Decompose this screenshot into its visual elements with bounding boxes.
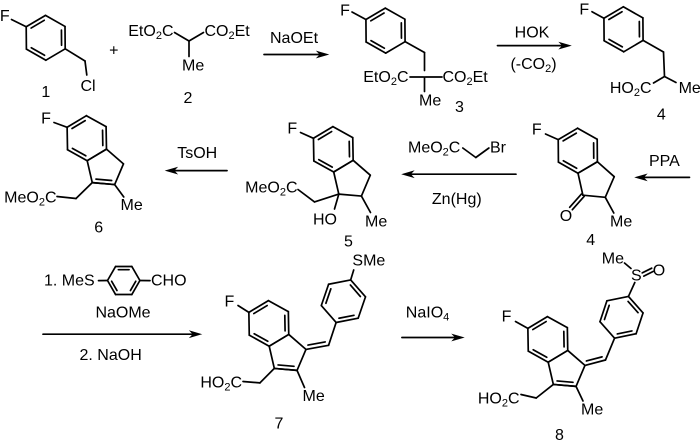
svg-text:Me: Me: [121, 197, 143, 214]
svg-text:Br: Br: [490, 140, 507, 157]
svg-text:+: +: [109, 42, 118, 59]
svg-text:HOK: HOK: [515, 25, 550, 42]
svg-text:CO2​Et: CO2​Et: [205, 23, 251, 42]
svg-text:1: 1: [41, 84, 50, 101]
svg-text:MeO2​C: MeO2​C: [4, 190, 56, 209]
svg-text:1. MeS: 1. MeS: [44, 273, 95, 290]
svg-text:HO2​C: HO2​C: [610, 80, 652, 99]
svg-text:F: F: [340, 3, 350, 20]
svg-text:Cl: Cl: [81, 78, 96, 95]
svg-text:Me: Me: [182, 58, 204, 75]
svg-text:CO2​Et: CO2​Et: [443, 69, 489, 88]
svg-text:7: 7: [274, 415, 283, 432]
svg-text:3: 3: [455, 99, 464, 116]
svg-text:F: F: [0, 8, 10, 25]
svg-text:F: F: [287, 121, 297, 138]
svg-text:6: 6: [94, 220, 103, 237]
svg-text:O: O: [653, 263, 665, 280]
svg-text:HO: HO: [313, 212, 337, 229]
svg-text:2: 2: [184, 90, 193, 107]
svg-text:O: O: [560, 208, 572, 225]
svg-text:8: 8: [555, 427, 564, 442]
svg-text:SMe: SMe: [352, 253, 385, 270]
svg-text:PPA: PPA: [649, 153, 680, 170]
svg-text:5: 5: [344, 234, 353, 251]
svg-text:F: F: [532, 122, 542, 139]
svg-text:Me: Me: [610, 214, 632, 231]
svg-text:MeO2​C: MeO2​C: [408, 140, 460, 159]
svg-text:Me: Me: [365, 214, 387, 231]
svg-text:Me: Me: [602, 250, 624, 267]
svg-text:MeO2​C: MeO2​C: [245, 180, 297, 199]
svg-text:Me: Me: [679, 80, 700, 97]
svg-text:2. NaOH: 2. NaOH: [80, 347, 142, 364]
svg-text:EtO2​C: EtO2​C: [128, 23, 173, 42]
svg-text:4: 4: [657, 107, 666, 124]
svg-text:Me: Me: [419, 92, 441, 109]
svg-text:F: F: [502, 309, 512, 326]
svg-text:NaIO4​: NaIO4​: [406, 305, 449, 324]
svg-text:EtO2​C: EtO2​C: [363, 69, 408, 88]
svg-text:Me: Me: [303, 388, 325, 405]
svg-text:CHO: CHO: [151, 273, 187, 290]
svg-text:NaOEt: NaOEt: [270, 30, 319, 47]
svg-text:4: 4: [586, 232, 595, 249]
svg-text:Zn(Hg): Zn(Hg): [432, 191, 482, 208]
svg-text:S: S: [631, 268, 642, 285]
svg-text:Me: Me: [581, 402, 603, 419]
svg-text:HO2​C: HO2​C: [478, 391, 520, 410]
svg-text:NaOMe: NaOMe: [95, 305, 150, 322]
svg-text:F: F: [225, 294, 235, 311]
svg-text:F: F: [579, 2, 589, 19]
svg-text:HO2​C: HO2​C: [200, 375, 242, 394]
svg-text:F: F: [41, 111, 51, 128]
svg-text:TsOH: TsOH: [177, 145, 217, 162]
